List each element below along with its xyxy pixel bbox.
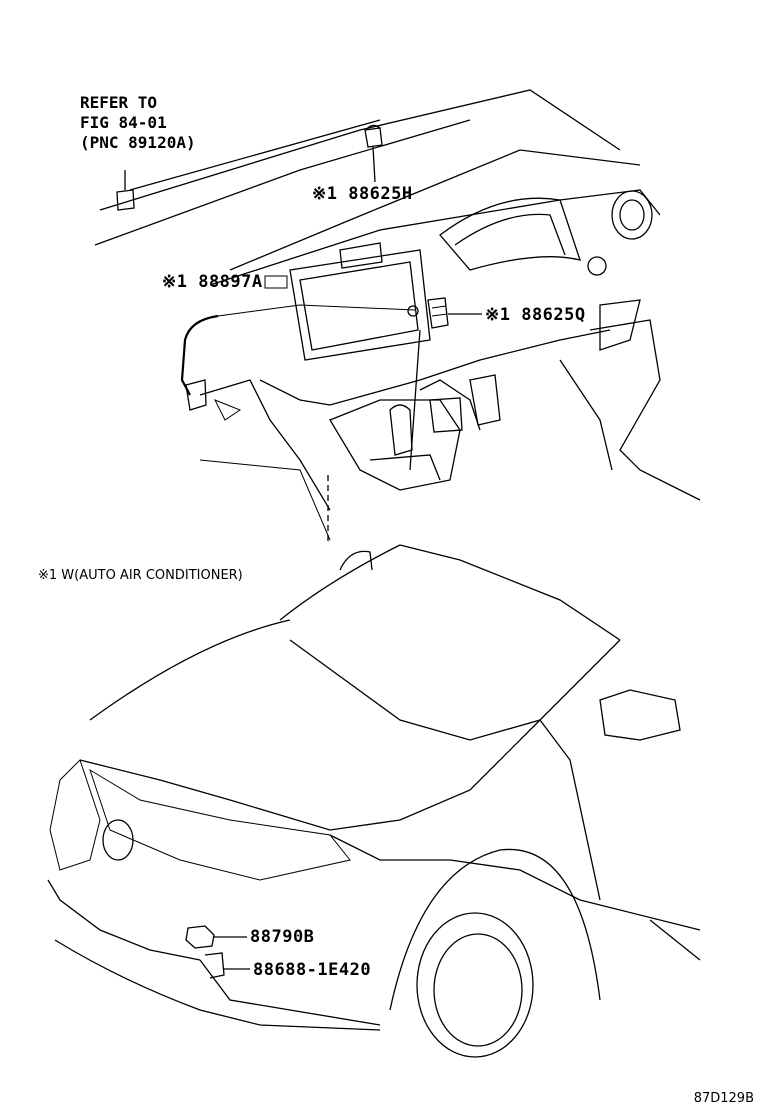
part-label-88897A[interactable]: ※1 88897A — [162, 272, 263, 292]
dashboard-illustration — [94, 89, 701, 545]
diagram-code: 87D129B — [693, 1091, 754, 1106]
part-label-88625H[interactable]: ※1 88625H — [312, 184, 413, 204]
part-label-88625Q[interactable]: ※1 88625Q — [485, 305, 586, 325]
refer-line-2: FIG 84-01 — [80, 113, 167, 132]
refer-line-1: REFER TO — [80, 93, 158, 112]
car-front-illustration — [47, 544, 701, 1058]
part-label-88790B[interactable]: 88790B — [250, 927, 315, 947]
refer-to-note: REFER TO FIG 84-01 (PNC 89120A) — [80, 93, 196, 153]
footnote: ※1 W(AUTO AIR CONDITIONER) — [38, 568, 243, 583]
part-label-88688-1E420[interactable]: 88688-1E420 — [253, 960, 372, 980]
refer-line-3: (PNC 89120A) — [80, 133, 196, 152]
